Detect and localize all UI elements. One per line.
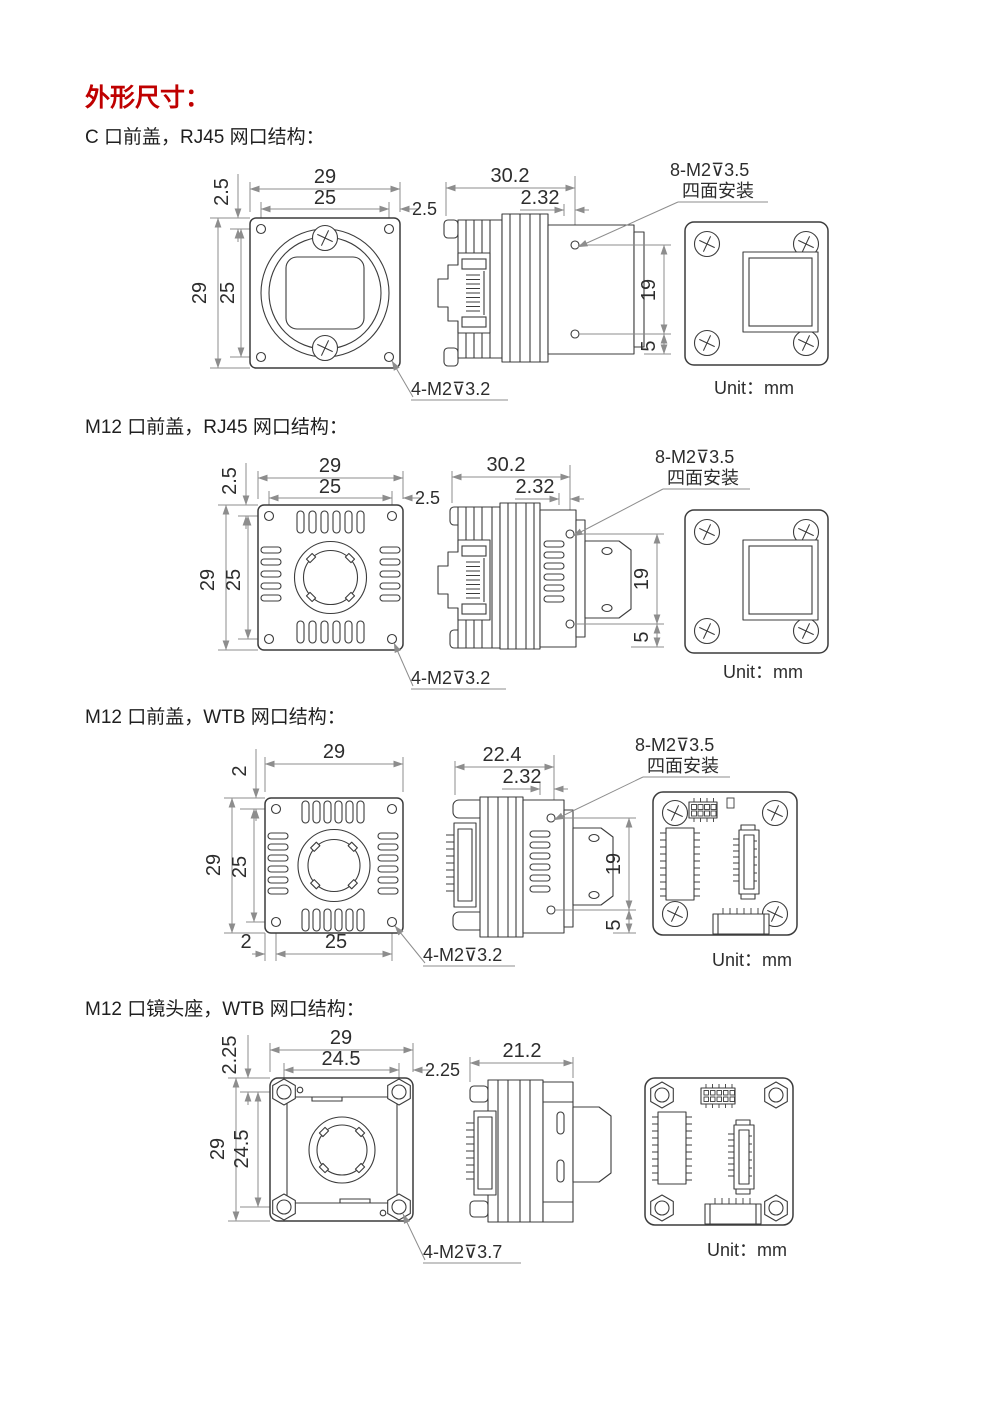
- dim-front-inner-height: 25: [229, 856, 251, 878]
- dim-front-width: 29: [330, 1027, 352, 1049]
- dim-front-offset-right: 2.5: [412, 199, 437, 219]
- callout-front-screws: 4-M2⊽3.2: [423, 945, 502, 965]
- page-title: 外形尺寸：: [85, 84, 211, 112]
- dim-front-height: 29: [203, 854, 225, 876]
- dim-side-length: 30.2: [487, 454, 526, 476]
- dim-front-offset-top: 2.25: [219, 1036, 241, 1075]
- unit-label: Unit：mm: [712, 950, 792, 970]
- dim-front-inner-width: 25: [319, 476, 341, 498]
- dim-side-length: 21.2: [503, 1040, 542, 1062]
- dim-side-hole-bottom: 5: [603, 919, 625, 930]
- dim-front-offset-top: 2: [229, 765, 251, 776]
- dim-front-offset-top: 2.5: [211, 178, 233, 206]
- dim-front-inner-height: 25: [217, 282, 239, 304]
- dim-front-width: 29: [314, 166, 336, 188]
- dim-front-inner-width-bottom: 25: [325, 931, 347, 953]
- dim-side-length: 30.2: [491, 165, 530, 187]
- dim-side-hole-span: 19: [638, 279, 660, 301]
- dim-front-height: 29: [197, 569, 219, 591]
- callout-front-screws: 4-M2⊽3.7: [423, 1242, 502, 1262]
- front-view: 29 24.5 2.25 2.25 29 24.5: [207, 1027, 521, 1264]
- callout-side-screws-line1: 8-M2⊽3.5: [635, 735, 714, 755]
- unit-label: Unit：mm: [714, 378, 794, 398]
- dim-side-hole-bottom: 5: [631, 631, 653, 642]
- dim-front-offset-top: 2.5: [219, 467, 241, 495]
- dim-front-width: 29: [323, 741, 345, 763]
- rear-view: Unit：mm: [685, 510, 828, 682]
- callout-side-screws-line2: 四面安装: [667, 468, 739, 488]
- drawing-row-m12-holder-wtb: 29 24.5 2.25 2.25 29 24.5: [207, 1027, 958, 1264]
- side-view: 21.2: [465, 1040, 612, 1223]
- dim-side-hole-span: 19: [603, 853, 625, 875]
- dim-side-hole-offset: 2.32: [503, 766, 542, 788]
- side-view: 30.2 2.32 19 5 8-M2⊽3.5 四面安装: [437, 160, 768, 367]
- drawing-row-m12-wtb: 29 2 29 25 25 2: [203, 735, 958, 970]
- callout-side-screws-line1: 8-M2⊽3.5: [655, 447, 734, 467]
- section-label-3: M12 口前盖，WTB 网口结构：: [85, 707, 346, 728]
- unit-label: Unit：mm: [723, 662, 803, 682]
- section-label-2: M12 口前盖，RJ45 网口结构：: [85, 417, 348, 438]
- section-label-1: C 口前盖，RJ45 网口结构：: [85, 127, 325, 148]
- rear-view: Unit：mm: [645, 1078, 793, 1260]
- dim-front-inner-height: 25: [223, 569, 245, 591]
- dim-front-inner-width: 25: [314, 187, 336, 209]
- dim-front-height: 29: [207, 1138, 229, 1160]
- dim-front-inner-height: 24.5: [231, 1130, 253, 1169]
- callout-side-screws-line2: 四面安装: [682, 181, 754, 201]
- dim-side-hole-bottom: 5: [638, 340, 660, 351]
- side-view: 22.4 2.32 19 5 8-M2⊽3.5 四面安装: [445, 735, 730, 938]
- front-view: 29 25 2.5 2.5 29 25: [197, 455, 506, 690]
- callout-front-screws: 4-M2⊽3.2: [411, 668, 490, 688]
- dim-side-length: 22.4: [483, 744, 522, 766]
- dim-front-height: 29: [189, 282, 211, 304]
- dim-front-offset-bottom: 2: [240, 931, 251, 953]
- side-view: 30.2 2.32 19 5 8-M2⊽3.5 四面安装: [437, 447, 750, 650]
- drawing-row-m12-rj45: 29 25 2.5 2.5 29 25: [197, 447, 958, 690]
- dim-side-hole-offset: 2.32: [516, 476, 555, 498]
- rear-view: Unit：mm: [653, 792, 797, 970]
- dim-front-offset-right: 2.5: [415, 488, 440, 508]
- dim-front-inner-width: 24.5: [322, 1048, 361, 1070]
- front-view: 29 2 29 25 25 2: [203, 741, 515, 967]
- unit-label: Unit：mm: [707, 1240, 787, 1260]
- front-view: 29 25 2.5 2.5 29 25 4-M2⊽3.2: [189, 166, 508, 401]
- dim-front-offset-right: 2.25: [425, 1060, 460, 1080]
- callout-side-screws-line1: 8-M2⊽3.5: [670, 160, 749, 180]
- dim-side-hole-span: 19: [631, 568, 653, 590]
- rear-view: Unit：mm: [685, 222, 828, 398]
- drawing-row-c-rj45: 29 25 2.5 2.5 29 25 4-M2⊽3.2 30.2: [189, 160, 958, 401]
- section-label-4: M12 口镜头座，WTB 网口结构：: [85, 999, 365, 1020]
- dim-side-hole-offset: 2.32: [521, 187, 560, 209]
- callout-side-screws-line2: 四面安装: [647, 756, 719, 776]
- callout-front-screws: 4-M2⊽3.2: [411, 379, 490, 399]
- dim-front-width: 29: [319, 455, 341, 477]
